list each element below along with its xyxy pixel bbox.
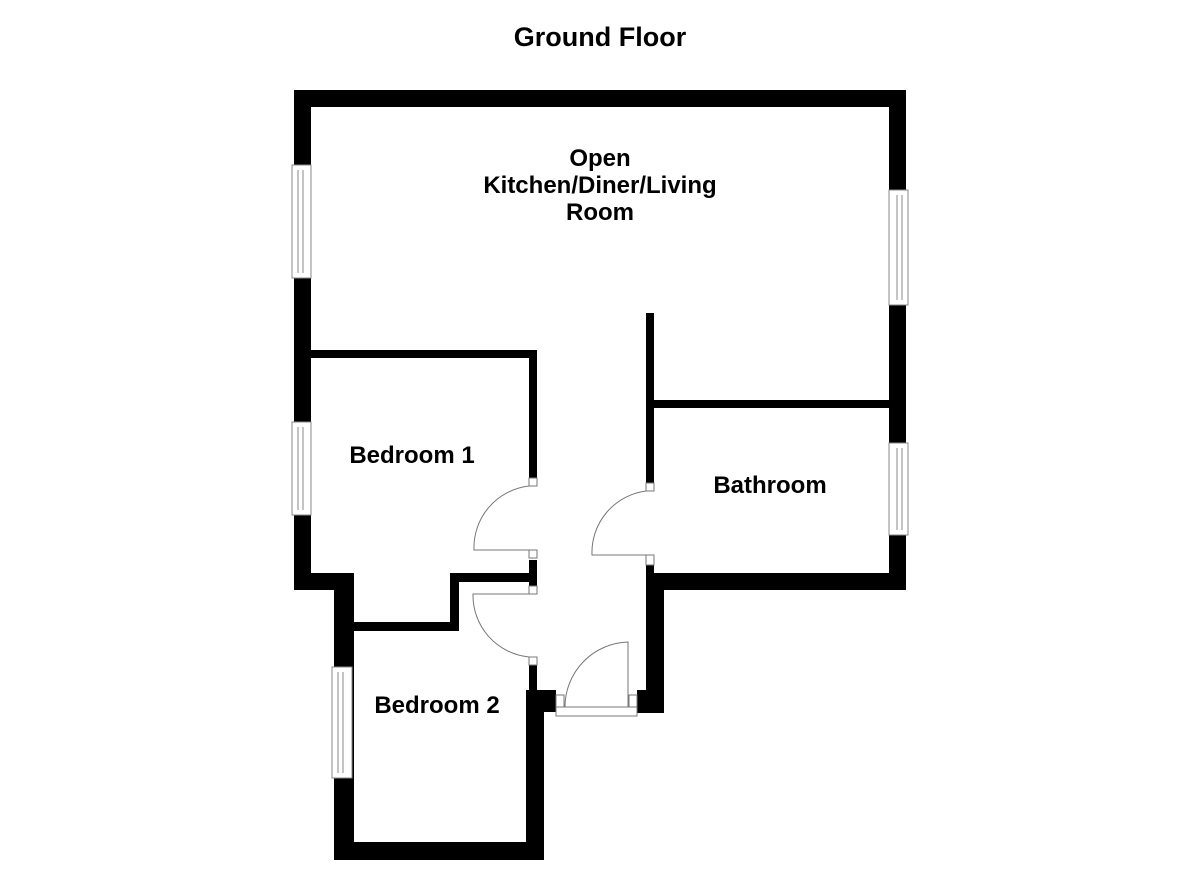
kitchen-label-line1: Open (569, 145, 631, 172)
room-label-bedroom2: Bedroom 2 (374, 692, 500, 719)
window-bedroom1 (291, 421, 312, 516)
floor-title: Ground Floor (513, 22, 687, 52)
interior-walls (311, 313, 889, 695)
window-bedroom2 (331, 666, 353, 779)
window-bathroom (888, 442, 909, 536)
room-label-bathroom: Bathroom (713, 472, 827, 499)
room-label-bedroom1: Bedroom 1 (349, 442, 475, 469)
room-label-kitchen: Open Kitchen/Diner/Living Room (440, 145, 760, 226)
window-kitchen-right (888, 189, 909, 306)
window-kitchen-left (291, 164, 312, 279)
windows (291, 164, 909, 779)
kitchen-label-line3: Room (566, 199, 634, 226)
doors (472, 477, 655, 717)
kitchen-label-line2: Kitchen/Diner/Living (483, 172, 717, 199)
